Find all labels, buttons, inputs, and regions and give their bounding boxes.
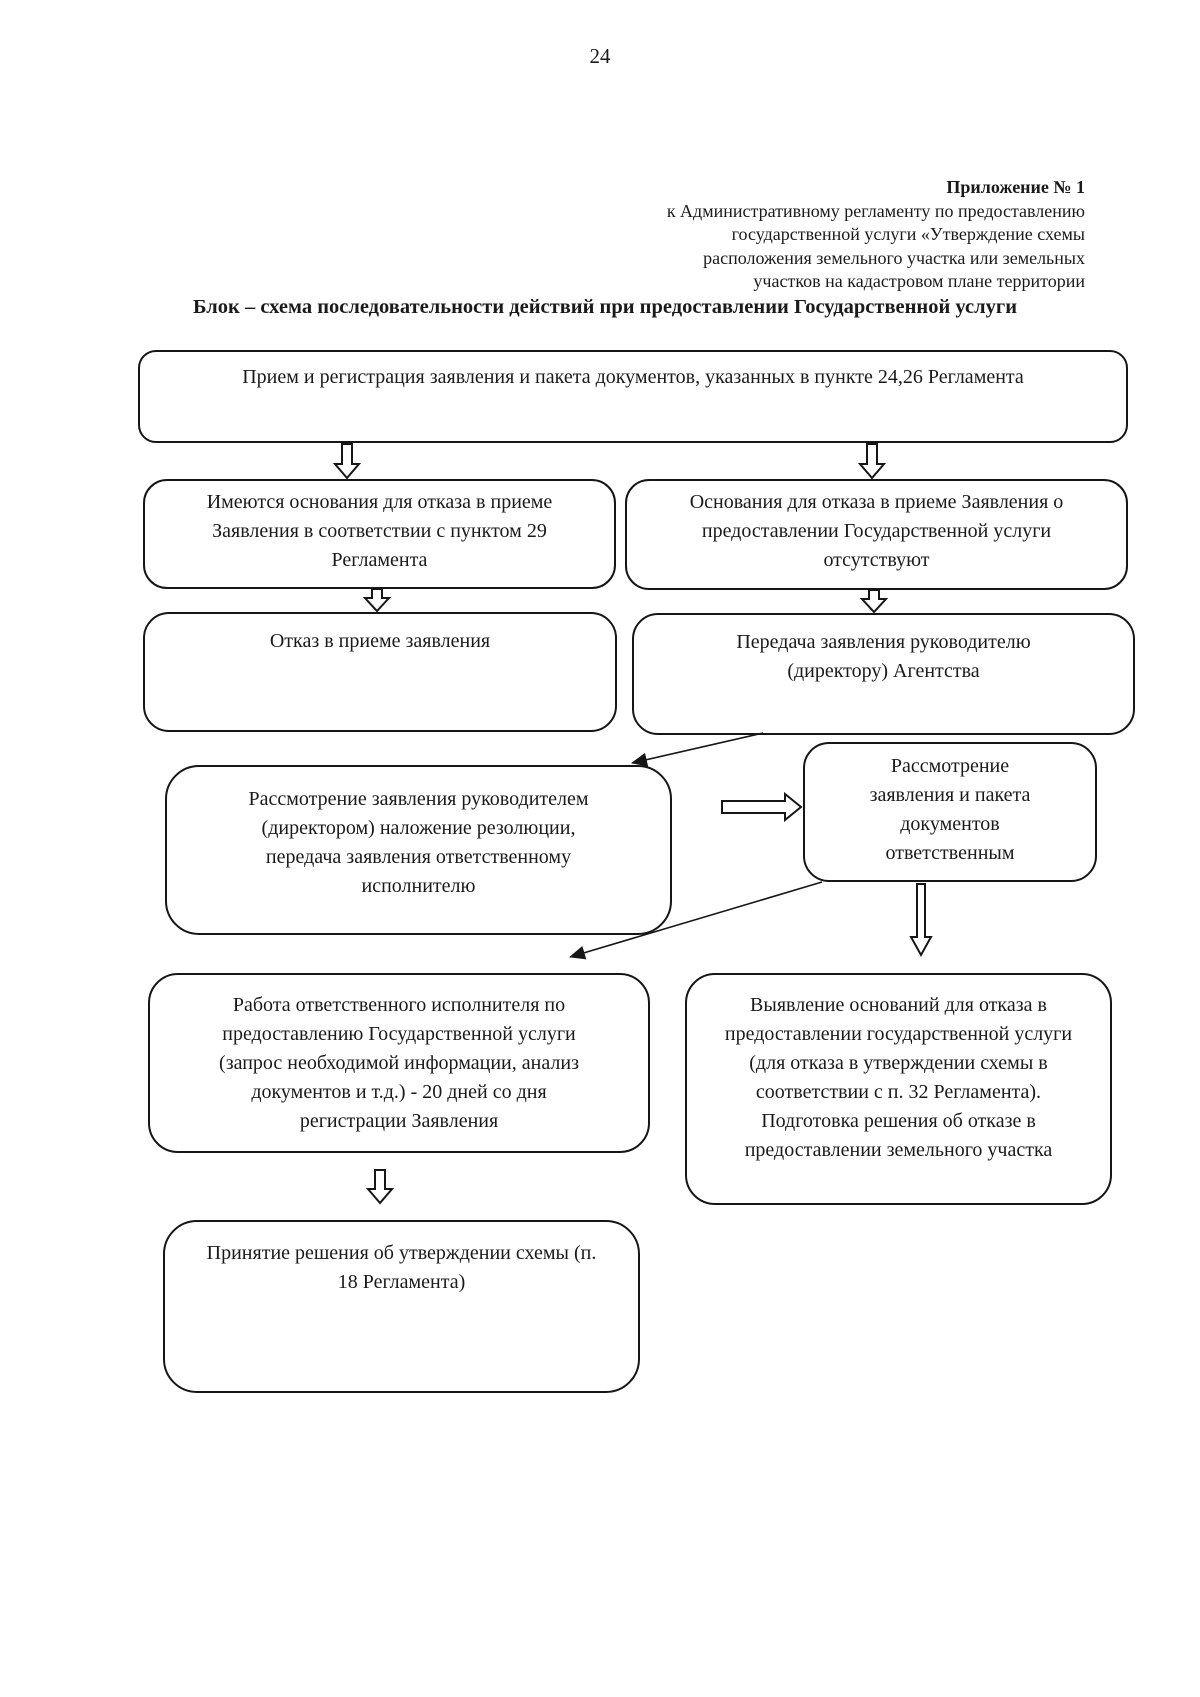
flow-box-decision-approval: Принятие решения об утверждении схемы (п…	[163, 1220, 640, 1393]
flow-box-text: Основания для отказа в приеме Заявления …	[689, 491, 1064, 571]
arrow-down-icon	[365, 1169, 395, 1205]
flowchart-title: Блок – схема последовательности действий…	[192, 296, 1018, 318]
flow-box-review-by-head: Рассмотрение заявления руководителем (ди…	[165, 765, 672, 935]
flow-box-text: Рассмотрение заявления руководителем (ди…	[248, 788, 589, 897]
flow-box-work-of-responsible: Работа ответственного исполнителя по пре…	[148, 973, 650, 1153]
flow-box-text: Прием и регистрация заявления и пакета д…	[242, 366, 1024, 388]
flow-box-review-by-responsible: Рассмотрение заявления и пакета документ…	[803, 742, 1097, 882]
arrow-diagonal-icon	[631, 732, 764, 767]
flow-box-transfer-to-head: Передача заявления руководителю (директо…	[632, 613, 1135, 735]
appendix-line: участков на кадастровом плане территории	[753, 271, 1085, 291]
arrow-down-icon	[332, 443, 362, 480]
flow-box-refusal-grounds-detection: Выявление оснований для отказа в предост…	[685, 973, 1112, 1205]
flow-box-text: Отказ в приеме заявления	[269, 630, 491, 652]
arrow-down-icon	[859, 589, 889, 614]
flow-box-refusal-acceptance: Отказ в приеме заявления	[143, 612, 617, 732]
appendix-header: Приложение № 1 к Административному регла…	[585, 176, 1085, 294]
flow-box-reception: Прием и регистрация заявления и пакета д…	[138, 350, 1128, 443]
flow-box-text: Работа ответственного исполнителя по пре…	[219, 994, 579, 1132]
appendix-line: государственной услуги «Утверждение схем…	[731, 224, 1085, 244]
flow-box-grounds-refusal-absent: Основания для отказа в приеме Заявления …	[625, 479, 1128, 590]
flow-box-text: Рассмотрение заявления и пакета документ…	[869, 755, 1031, 864]
arrow-down-icon	[362, 588, 392, 613]
arrow-down-icon	[909, 883, 933, 958]
page-number: 24	[589, 44, 611, 68]
flow-box-text: Имеются основания для отказа в приеме За…	[206, 491, 553, 571]
appendix-line: расположения земельного участка или земе…	[703, 247, 1085, 268]
arrow-right-icon	[721, 791, 803, 823]
flow-box-text: Передача заявления руководителю (директо…	[736, 631, 1031, 682]
flow-box-text: Выявление оснований для отказа в предост…	[724, 994, 1073, 1161]
flow-box-grounds-refusal-exist: Имеются основания для отказа в приеме За…	[143, 479, 616, 589]
appendix-line: Приложение № 1	[946, 177, 1085, 197]
flow-box-text: Принятие решения об утверждении схемы (п…	[206, 1242, 597, 1293]
appendix-line: к Административному регламенту по предос…	[666, 200, 1085, 221]
arrow-down-icon	[857, 443, 887, 480]
